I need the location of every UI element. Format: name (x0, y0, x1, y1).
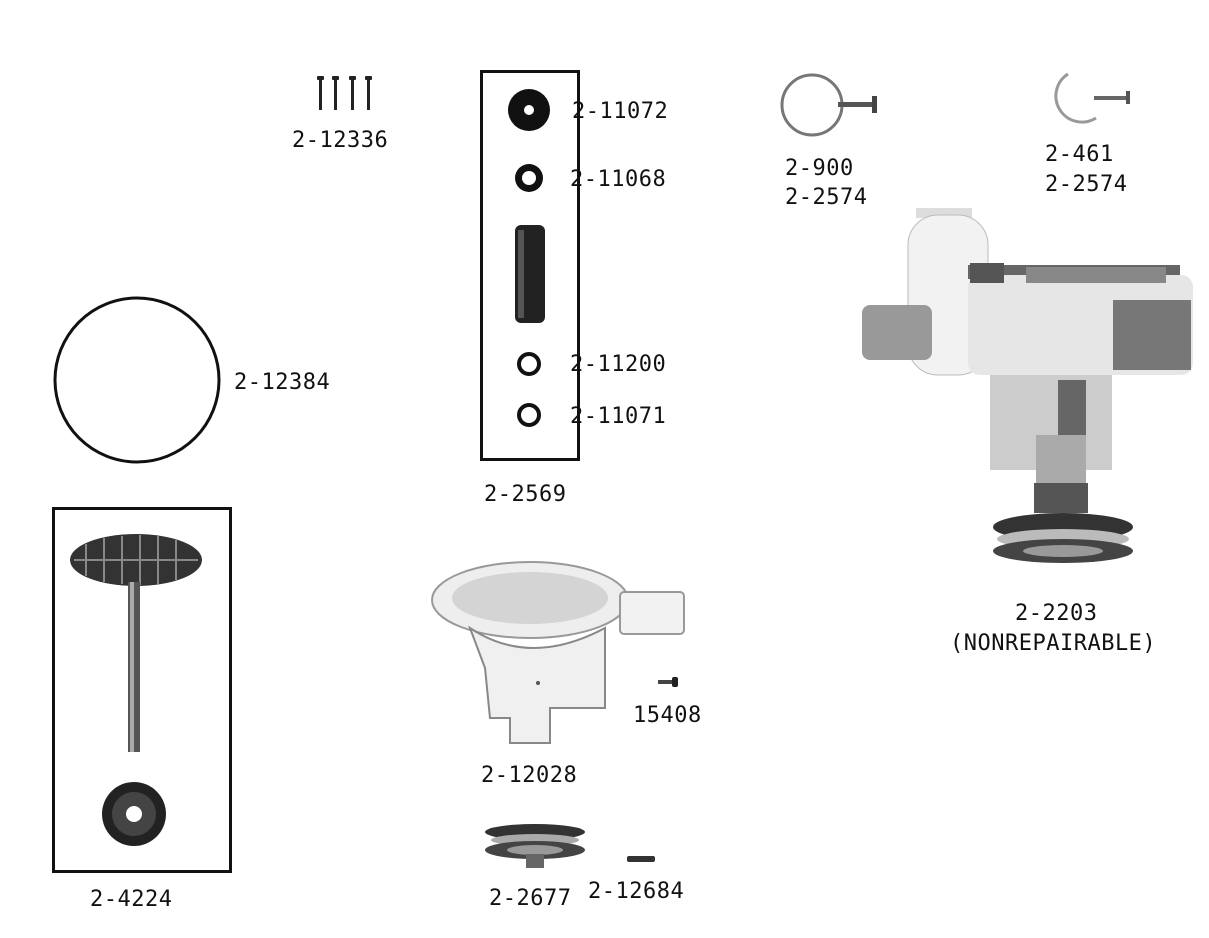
clamp-a-part-number-2: 2-2574 (785, 185, 868, 210)
seal-2-11071-number: 2-11071 (570, 404, 667, 429)
pulley-illustration (485, 824, 585, 868)
pin-illustration (627, 856, 655, 862)
agitator-kit-illustration (70, 534, 202, 846)
pump-assembly-part-number: 2-2203 (1015, 601, 1098, 626)
seal-2-11068-number: 2-11068 (570, 167, 667, 192)
small-screw-part-number: 15408 (633, 703, 702, 728)
clamp-b-part-number-2: 2-2574 (1045, 172, 1128, 197)
screws-illustration (317, 76, 372, 110)
hose-clamp-b-illustration (1054, 72, 1130, 124)
pump-assembly-illustration (862, 208, 1193, 563)
o-ring-part-number: 2-12384 (234, 370, 331, 395)
seal-2-11200-number: 2-11200 (570, 352, 667, 377)
agitator-kit-box (52, 507, 232, 873)
seal-kit-box (480, 70, 580, 461)
clamp-a-part-number-1: 2-900 (785, 156, 854, 181)
agitator-kit-part-number: 2-4224 (90, 887, 173, 912)
seal-kit-part-number: 2-2569 (484, 482, 567, 507)
pump-housing-part-number: 2-12028 (481, 763, 578, 788)
small-screw-illustration (658, 677, 678, 687)
o-ring-illustration (53, 296, 221, 464)
seal-2-11072-number: 2-11072 (572, 99, 669, 124)
hose-clamp-a-illustration (780, 73, 877, 137)
pump-assembly-note: (NONREPAIRABLE) (950, 631, 1157, 656)
pulley-part-number: 2-2677 (489, 886, 572, 911)
pump-housing-illustration (431, 561, 685, 744)
clamp-b-part-number-1: 2-461 (1045, 142, 1114, 167)
pin-part-number: 2-12684 (588, 879, 685, 904)
seal-kit-illustration (508, 89, 550, 427)
screws-part-number: 2-12336 (292, 128, 389, 153)
